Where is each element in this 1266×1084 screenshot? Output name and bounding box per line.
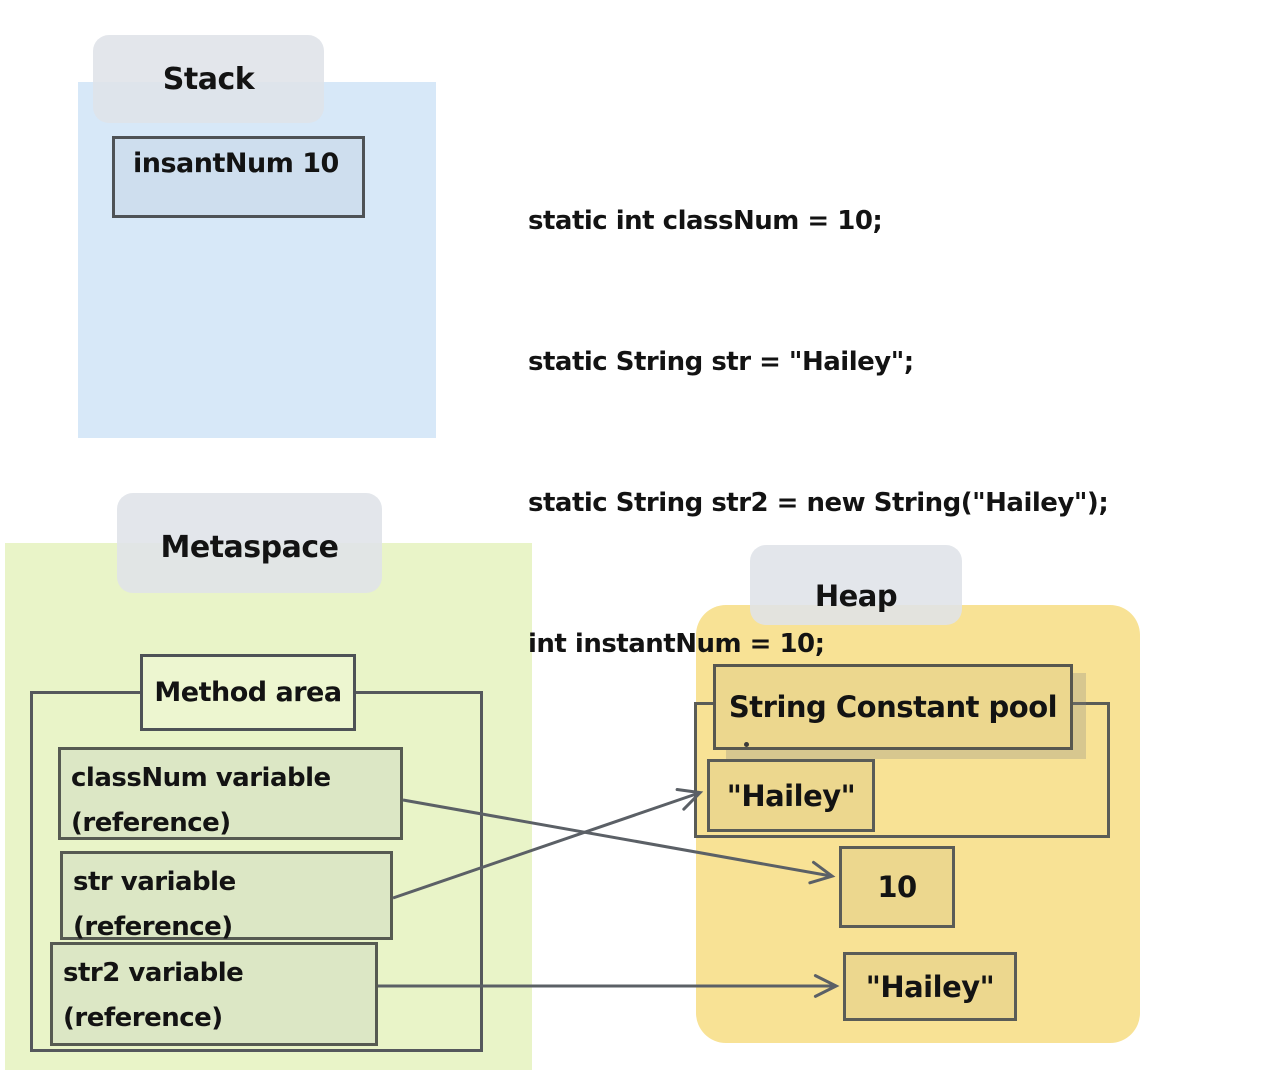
heap-object-ten-text: 10 [877, 870, 917, 904]
code-line: int instantNum = 10; [528, 629, 825, 659]
heap-object-hailey-new: "Hailey" [843, 952, 1017, 1021]
str-variable-box: str variable (reference) [60, 851, 393, 942]
method-area-title-text: Method area [154, 677, 342, 708]
code-line: static int classNum = 10; [528, 206, 883, 236]
str-variable-name: str variable [73, 867, 236, 897]
heap-object-hailey-pool: "Hailey" [707, 759, 875, 832]
str2-variable-box: str2 variable (reference) [50, 942, 378, 1046]
str-variable-ref: (reference) [73, 912, 233, 942]
stack-frame-box: insantNum 10 [112, 136, 365, 218]
metaspace-label: Metaspace [117, 493, 382, 593]
code-line: static String str2 = new String("Hailey"… [528, 488, 1109, 518]
method-area-title-box: Method area [140, 654, 356, 731]
heap-object-hailey-new-text: "Hailey" [865, 969, 995, 1004]
classnum-variable-name: classNum variable [71, 763, 331, 793]
string-constant-pool-title-box: String Constant pool [713, 664, 1073, 750]
classnum-variable-box: classNum variable (reference) [58, 747, 403, 840]
heap-object-ten: 10 [839, 846, 955, 928]
heap-object-hailey-pool-text: "Hailey" [726, 778, 856, 813]
code-line: static String str = "Hailey"; [528, 347, 914, 377]
string-constant-pool-title-text: String Constant pool [728, 690, 1058, 724]
stack-frame-text: insantNum 10 [133, 148, 339, 179]
metaspace-label-text: Metaspace [160, 529, 340, 565]
heap-label-text: Heap [814, 579, 898, 613]
classnum-variable-ref: (reference) [71, 808, 231, 838]
str2-variable-name: str2 variable [63, 958, 244, 988]
stack-label: Stack [93, 35, 324, 123]
code-snippet: static int classNum = 10; static String … [528, 104, 1109, 762]
stray-dot-mark [744, 742, 749, 747]
heap-label: Heap [750, 545, 962, 625]
stack-label-text: Stack [162, 61, 255, 97]
str2-variable-ref: (reference) [63, 1003, 223, 1033]
